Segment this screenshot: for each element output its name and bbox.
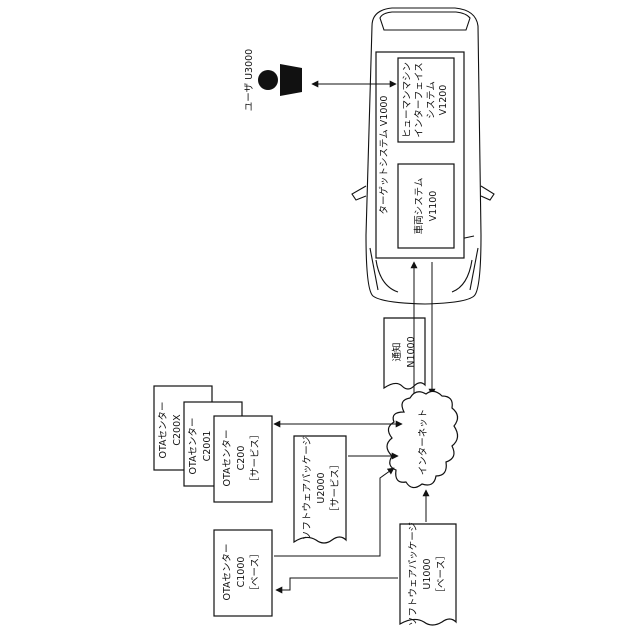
target-system-label: ターゲットシステム V1000 <box>378 96 390 215</box>
vehicle-system-box <box>398 164 454 248</box>
pkg-u1000-label-line1: ソフトウェアパッケージ <box>408 522 419 626</box>
pkg-u1000-to-ota-c1000-arrow <box>276 578 398 590</box>
vehicle-system-label-line1: 車両システム <box>413 178 425 235</box>
notice-document <box>384 318 425 389</box>
ota-c2001-label-line1: OTAセンター <box>188 417 199 474</box>
pkg-u2000-label-line1: ソフトウェアパッケージ <box>302 436 313 540</box>
user-label: ユーザ U3000 <box>244 49 255 111</box>
ota-c200-label-line3: ［サービス］ <box>250 429 261 486</box>
pkg-u2000-label-line3: ［サービス］ <box>330 459 341 516</box>
pkg-u1000-label-line2: U1000 <box>422 558 433 589</box>
notice-label-line1: 通知 <box>391 342 403 361</box>
ota-c2001-label-line2: C2001 <box>202 431 213 462</box>
ota-c200-label-line2: C200 <box>236 446 247 471</box>
ota-c1000-label-line2: C1000 <box>236 557 247 588</box>
ota-c200x-label-line2: C200X <box>172 414 183 446</box>
vehicle-system-label-line2: V1100 <box>428 191 439 222</box>
hmi-label-line4: V1200 <box>438 85 449 116</box>
pkg-u1000-label-line3: ［ベース］ <box>436 550 447 597</box>
notice-label-line2: N1000 <box>406 336 417 367</box>
pkg-u2000-label-line2: U2000 <box>316 472 327 503</box>
hmi-label-line1: ヒューマンマシン <box>402 62 413 138</box>
ota-c1000-label-line3: ［ベース］ <box>250 548 261 595</box>
user-icon <box>258 64 302 96</box>
internet-label: インターネット <box>418 409 429 476</box>
hmi-label-line3: システム <box>426 81 437 119</box>
ota-c200-label-line1: OTAセンター <box>222 429 233 486</box>
ota-c1000-label-line1: OTAセンター <box>222 543 233 600</box>
ota-c200x-label-line1: OTAセンター <box>158 401 169 458</box>
hmi-label-line2: インターフェイス <box>414 62 425 137</box>
